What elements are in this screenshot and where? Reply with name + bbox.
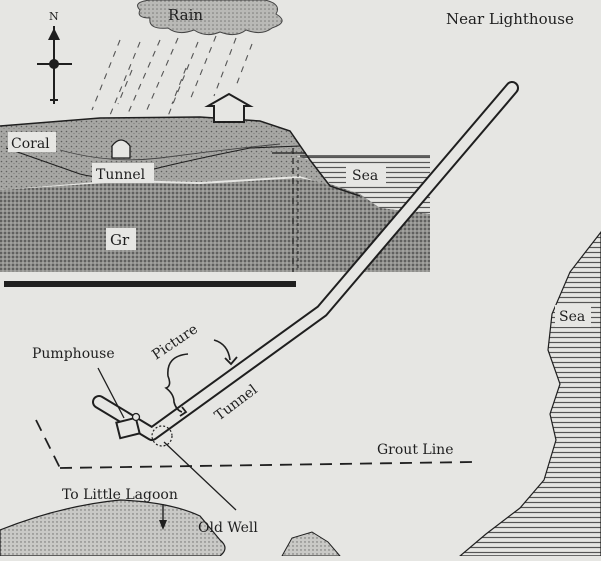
rain-label: Rain: [168, 6, 203, 24]
grout-line: [35, 419, 473, 469]
coral-label: Coral: [11, 136, 50, 152]
lighthouse-house-icon: [204, 92, 254, 123]
to-little-lagoon-label: To Little Lagoon: [62, 487, 178, 503]
rain-cloud: [137, 0, 283, 36]
section-divider: [4, 281, 296, 287]
old-well-label: Old Well: [198, 520, 258, 536]
north-label: N: [49, 10, 59, 23]
near-lighthouse-label: Near Lighthouse: [446, 10, 574, 28]
sea-right-area: [458, 231, 601, 557]
down-arrow-icon: [159, 504, 167, 530]
sea-section-label: Sea: [352, 168, 378, 184]
sea-section-area: [296, 156, 430, 214]
picture-bracket: [164, 339, 238, 417]
sea-right-label: Sea: [559, 309, 585, 325]
grout-line-label: Grout Line: [377, 442, 453, 458]
granite-label: Gr: [110, 231, 130, 249]
tunnel-section-label: Tunnel: [96, 167, 146, 183]
compass-icon: [37, 26, 72, 104]
old-well-icon: [151, 425, 173, 447]
cross-section: [0, 92, 430, 272]
pumphouse-icon: [115, 412, 141, 440]
pumphouse-label: Pumphouse: [32, 346, 115, 362]
rock-small: [281, 531, 342, 557]
lagoon-shore: [0, 499, 226, 557]
rain-streaks: [91, 35, 253, 121]
tunnel-plan: [92, 81, 519, 441]
